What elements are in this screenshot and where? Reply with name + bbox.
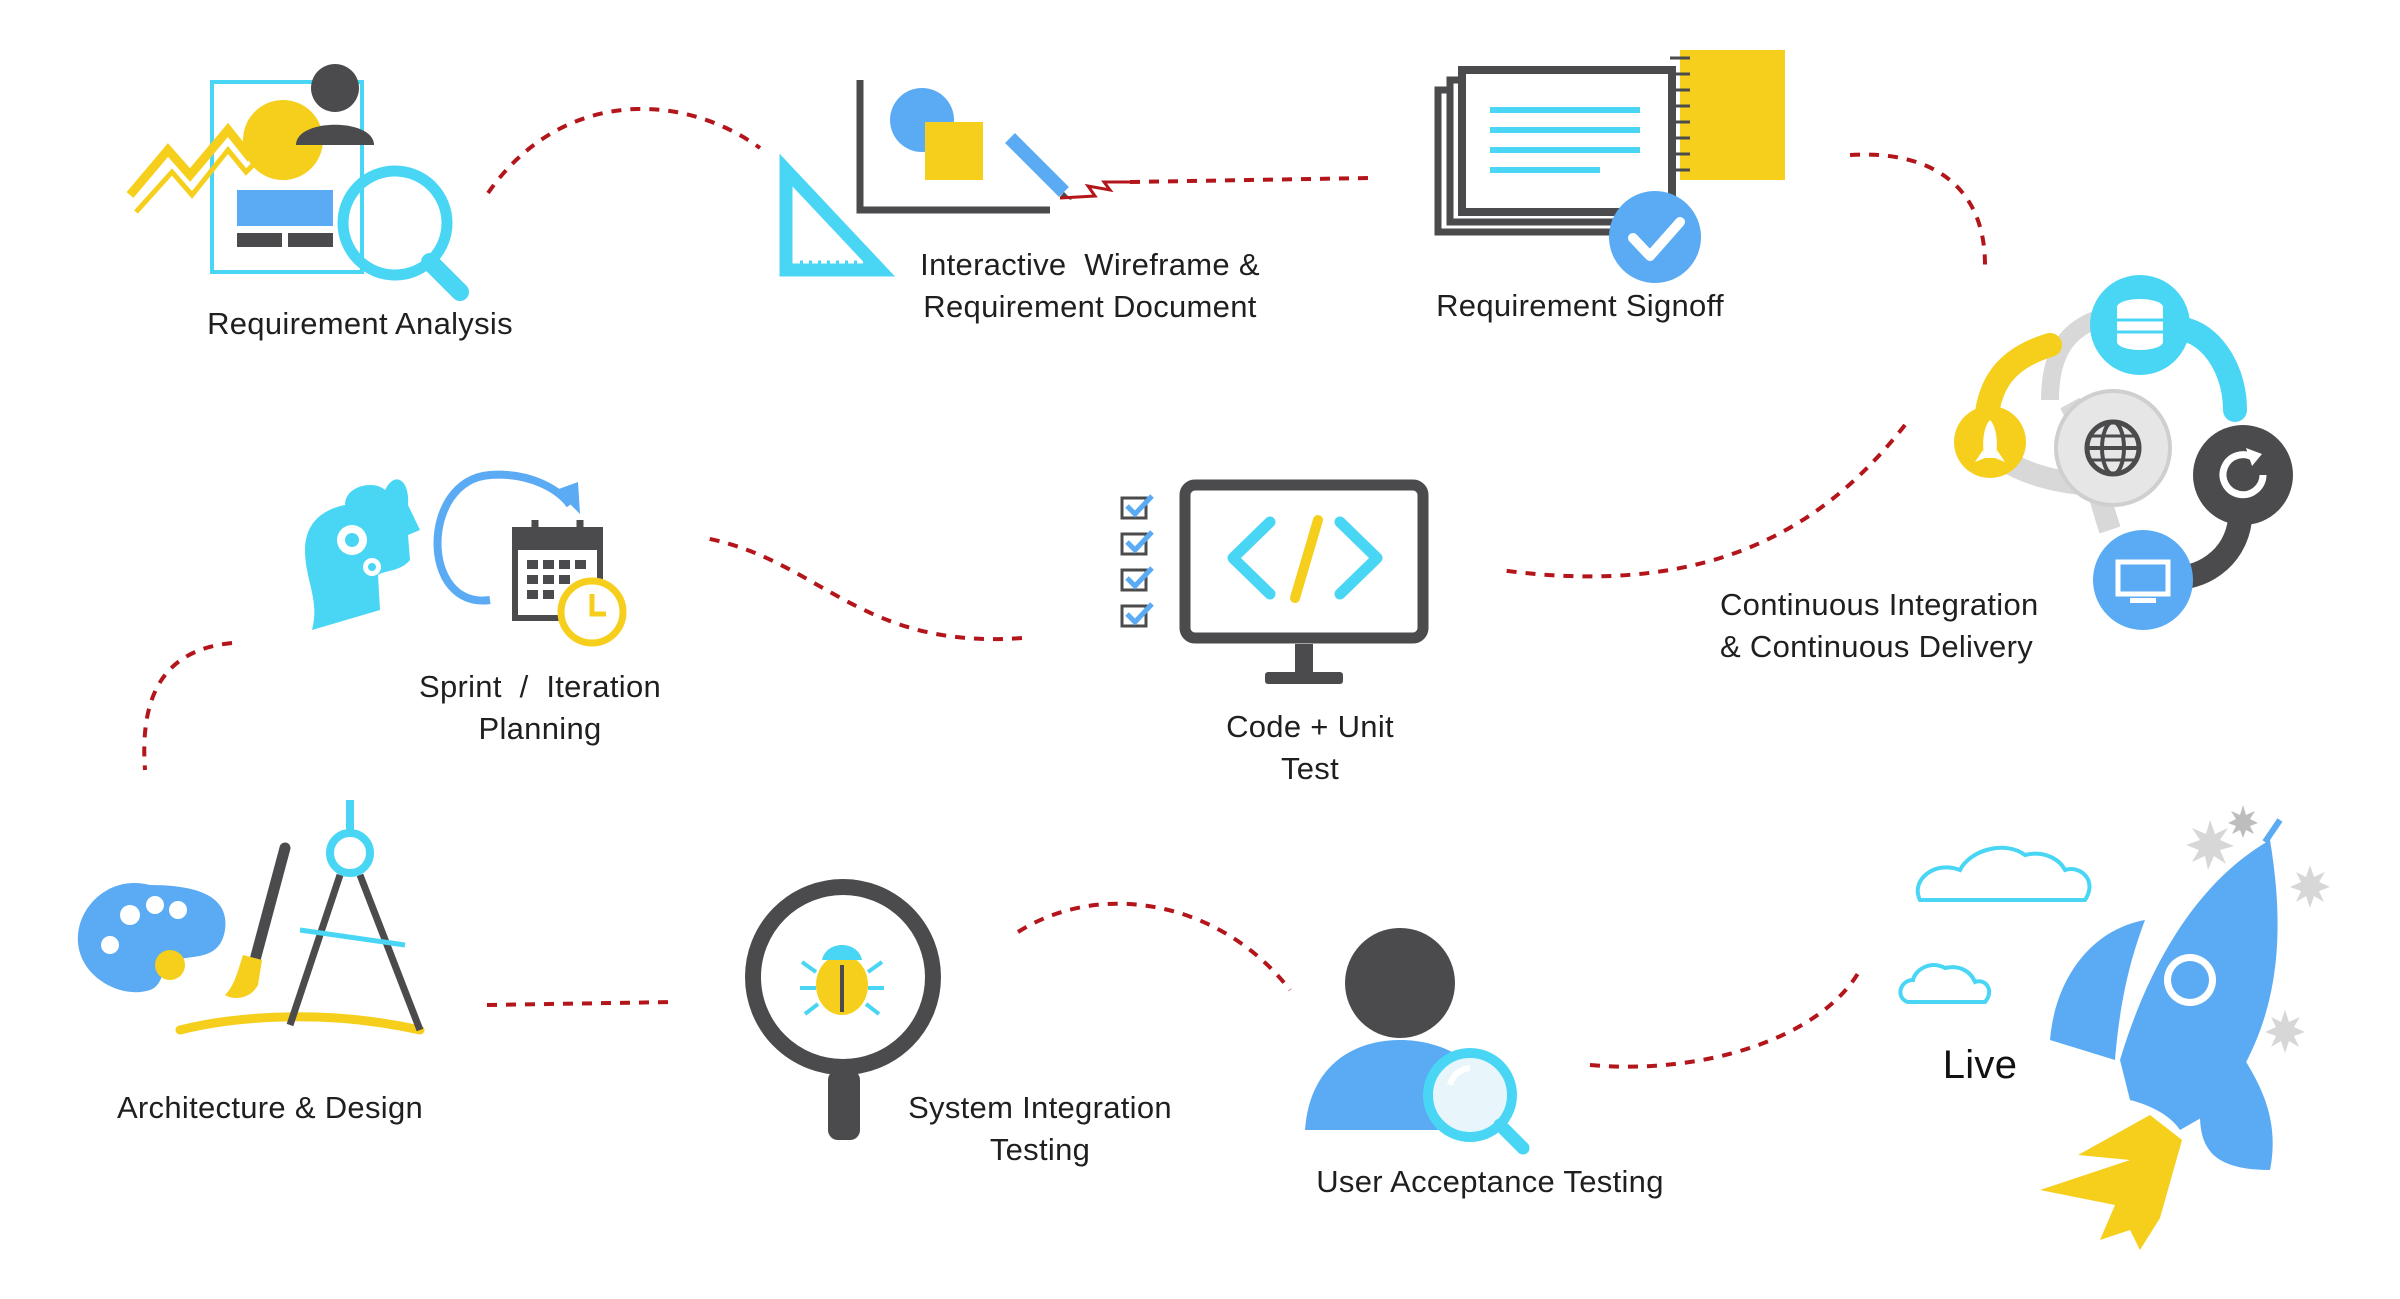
- code-unit-test-label: Code + Unit Test: [1226, 709, 1394, 786]
- connector-code-to-sprint: [704, 536, 1023, 642]
- rocket-icon: [1898, 805, 2330, 1250]
- sprint-planning-label: Sprint / Iteration Planning: [418, 669, 662, 746]
- user-search-icon: [1305, 928, 1530, 1155]
- sprint-calendar-icon: [305, 470, 627, 647]
- ci-cd-label: Continuous Integration & Continuous Deli…: [1720, 587, 2039, 664]
- analysis-magnifier-icon: [126, 64, 469, 301]
- design-palette-compass-icon: [77, 800, 425, 1035]
- connector-sit-to-uat: [1016, 901, 1292, 992]
- user-acceptance-testing-label: User Acceptance Testing: [1316, 1164, 1664, 1199]
- requirement-signoff-label: Requirement Signoff: [1436, 288, 1724, 323]
- bug-magnifier-icon: [745, 879, 941, 1140]
- connector-architecture-to-sit: [486, 1000, 676, 1007]
- wireframe-drawing-icon: [779, 80, 1130, 277]
- wireframe-label: Interactive Wireframe & Requirement Docu…: [920, 247, 1260, 324]
- system-integration-testing-label: System Integration Testing: [908, 1090, 1172, 1167]
- connector-sprint-to-architecture: [142, 641, 233, 771]
- connector-signoff-to-cicd: [1849, 152, 1987, 266]
- connector-uat-to-live: [1589, 969, 1862, 1069]
- requirement-analysis-label: Requirement Analysis: [207, 306, 513, 341]
- live-label: Live: [1942, 1043, 2018, 1087]
- ci-cd-cycle-icon: [1954, 275, 2293, 630]
- architecture-design-label: Architecture & Design: [116, 1090, 424, 1125]
- code-monitor-icon: [1179, 479, 1429, 684]
- connector-cicd-to-code: [1499, 423, 1907, 579]
- signoff-document-check-icon: [1434, 50, 1785, 283]
- connector-analysis-to-wireframe: [486, 106, 762, 195]
- checklist-icon: [1120, 494, 1154, 628]
- connector-wireframe-to-signoff: [1129, 176, 1371, 184]
